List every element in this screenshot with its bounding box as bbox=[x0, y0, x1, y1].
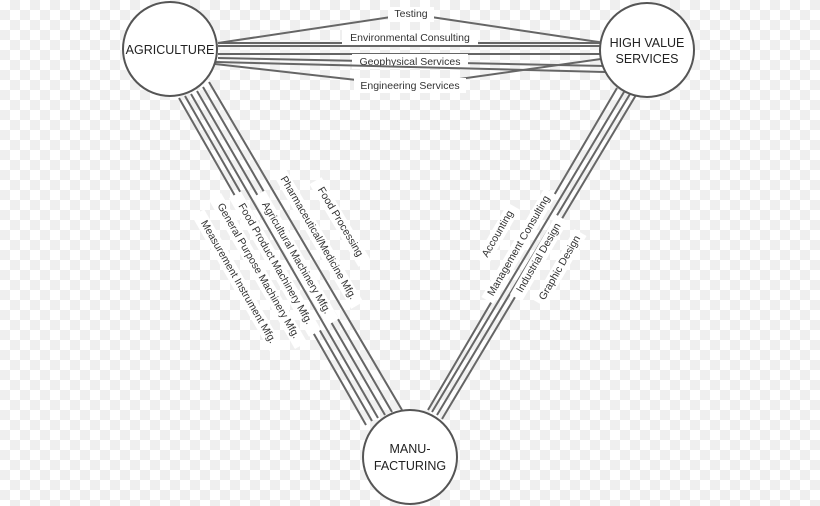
labels-agri-manu: Food Processing Pharmaceutical/Medicine … bbox=[191, 167, 371, 355]
node-label-manu: MANU- bbox=[390, 442, 431, 456]
link-food-processing bbox=[208, 81, 403, 411]
node-label-high-value: HIGH VALUE bbox=[610, 36, 685, 50]
link-testing: Testing bbox=[217, 7, 606, 44]
link-label-engineering-services: Engineering Services bbox=[360, 80, 459, 92]
link-label-geophysical-services: Geophysical Services bbox=[360, 56, 461, 68]
link-engineering-services: Engineering Services bbox=[214, 57, 609, 93]
link-label-environmental-consulting: Environmental Consulting bbox=[350, 32, 470, 44]
link-management-consulting bbox=[431, 91, 625, 413]
link-environmental-consulting: Environmental Consulting bbox=[218, 30, 605, 47]
node-label-services: SERVICES bbox=[616, 52, 679, 66]
node-manufacturing: MANU- FACTURING bbox=[362, 409, 458, 505]
links-layer: Testing Environmental Consulting Geophys… bbox=[178, 7, 637, 426]
link-food-product-machinery-mfg bbox=[190, 93, 379, 419]
node-label-agriculture: AGRICULTURE bbox=[126, 43, 215, 57]
link-label-testing: Testing bbox=[394, 8, 427, 20]
node-label-facturing: FACTURING bbox=[374, 459, 446, 473]
node-high-value-services: HIGH VALUE SERVICES bbox=[599, 2, 695, 98]
node-agriculture: AGRICULTURE bbox=[122, 1, 218, 97]
